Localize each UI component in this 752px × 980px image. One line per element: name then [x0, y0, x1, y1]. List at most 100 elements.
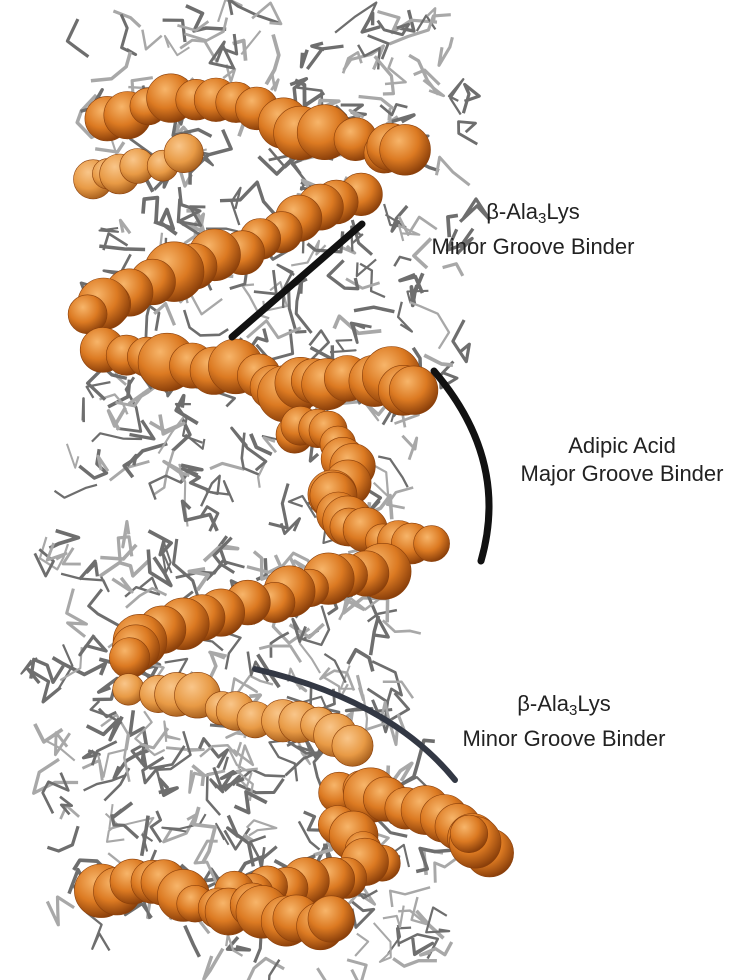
backbone-stick: [127, 456, 136, 466]
atom-sphere: [308, 896, 354, 942]
backbone-stick: [443, 264, 463, 276]
backbone-stick: [453, 320, 469, 362]
atom-sphere: [332, 725, 373, 766]
backbone-stick: [437, 157, 470, 185]
backbone-stick: [255, 935, 261, 963]
backbone-stick: [409, 55, 438, 94]
backbone-stick: [269, 484, 288, 528]
backbone-stick: [185, 926, 200, 957]
backbone-stick: [166, 748, 203, 751]
bottom-ligand-name: β-Ala3Lys: [430, 690, 698, 725]
backbone-stick: [247, 820, 277, 835]
backbone-stick: [383, 620, 421, 633]
backbone-stick: [302, 50, 308, 67]
backbone-stick: [393, 959, 437, 967]
backbone-stick: [112, 814, 138, 838]
atom-sphere: [109, 638, 149, 678]
backbone-stick: [210, 481, 233, 502]
backbone-stick: [463, 85, 479, 114]
backbone-stick: [201, 476, 220, 507]
backbone-stick: [67, 589, 87, 637]
backbone-stick: [67, 19, 88, 57]
backbone-stick: [99, 246, 145, 249]
backbone-stick: [80, 635, 106, 655]
backbone-stick: [359, 97, 394, 109]
backbone-stick: [67, 444, 79, 468]
backbone-stick: [355, 934, 368, 956]
backbone-stick: [378, 457, 408, 488]
backbone-stick: [232, 679, 257, 694]
backbone-stick: [348, 650, 373, 672]
backbone-stick: [449, 79, 463, 114]
backbone-stick: [354, 307, 394, 312]
atom-sphere: [380, 124, 431, 175]
backbone-stick: [229, 0, 280, 23]
backbone-stick: [120, 220, 130, 233]
backbone-stick: [380, 104, 407, 115]
backbone-stick: [398, 934, 438, 958]
atom-sphere: [389, 366, 438, 415]
backbone-stick: [402, 436, 416, 460]
backbone-stick: [357, 675, 363, 700]
backbone-stick: [100, 228, 119, 232]
backbone-stick: [142, 30, 161, 50]
backbone-stick: [165, 659, 187, 674]
top-minor-groove-label: β-Ala3Lys Minor Groove Binder: [383, 198, 683, 261]
atom-sphere: [113, 674, 145, 706]
backbone-stick: [55, 485, 98, 498]
backbone-stick: [296, 277, 311, 333]
backbone-stick: [60, 797, 72, 815]
backbone-stick: [112, 578, 132, 592]
backbone-stick: [232, 188, 241, 225]
backbone-stick: [299, 643, 320, 673]
bottom-ligand-role: Minor Groove Binder: [430, 725, 698, 753]
backbone-stick: [84, 775, 126, 790]
top-ligand-name: β-Ala3Lys: [383, 198, 683, 233]
backbone-stick: [307, 46, 343, 69]
backbone-stick: [210, 463, 245, 469]
backbone-stick: [109, 408, 126, 430]
backbone-stick: [266, 35, 279, 85]
backbone-stick: [35, 724, 63, 742]
backbone-stick: [347, 960, 366, 980]
backbone-stick: [220, 182, 275, 215]
backbone-stick: [254, 270, 276, 294]
backbone-stick: [150, 415, 184, 434]
backbone-stick: [47, 897, 74, 925]
backbone-stick: [83, 398, 84, 422]
backbone-stick: [236, 779, 283, 793]
middle-ligand-name: Adipic Acid: [497, 432, 747, 460]
bottom-minor-groove-label: β-Ala3Lys Minor Groove Binder: [430, 690, 698, 753]
backbone-stick: [424, 355, 453, 365]
backbone-stick: [259, 646, 301, 662]
backbone-stick: [143, 198, 157, 222]
backbone-stick: [383, 906, 404, 928]
backbone-stick: [390, 887, 430, 907]
backbone-stick: [91, 701, 122, 723]
backbone-stick: [398, 302, 412, 332]
middle-ligand-role: Major Groove Binder: [497, 460, 747, 488]
backbone-stick: [80, 561, 98, 579]
backbone-stick: [303, 606, 329, 645]
backbone-stick: [184, 310, 228, 335]
backbone-stick: [154, 451, 174, 495]
backbone-stick: [113, 803, 132, 817]
backbone-stick: [226, 935, 242, 956]
backbone-stick: [159, 779, 177, 795]
backbone-stick: [34, 759, 78, 793]
backbone-stick: [235, 792, 267, 813]
backbone-stick: [368, 610, 397, 621]
backbone-stick: [95, 142, 124, 152]
backbone-stick: [435, 859, 457, 883]
backbone-stick: [46, 741, 75, 761]
atom-sphere: [164, 134, 203, 173]
backbone-stick: [47, 826, 78, 851]
backbone-stick: [123, 522, 129, 547]
middle-major-groove-label: Adipic Acid Major Groove Binder: [497, 432, 747, 488]
backbone-stick: [426, 908, 449, 933]
atom-sphere: [450, 815, 488, 853]
backbone-stick: [162, 814, 205, 831]
backbone-stick: [343, 52, 361, 73]
backbone-stick: [204, 949, 223, 980]
